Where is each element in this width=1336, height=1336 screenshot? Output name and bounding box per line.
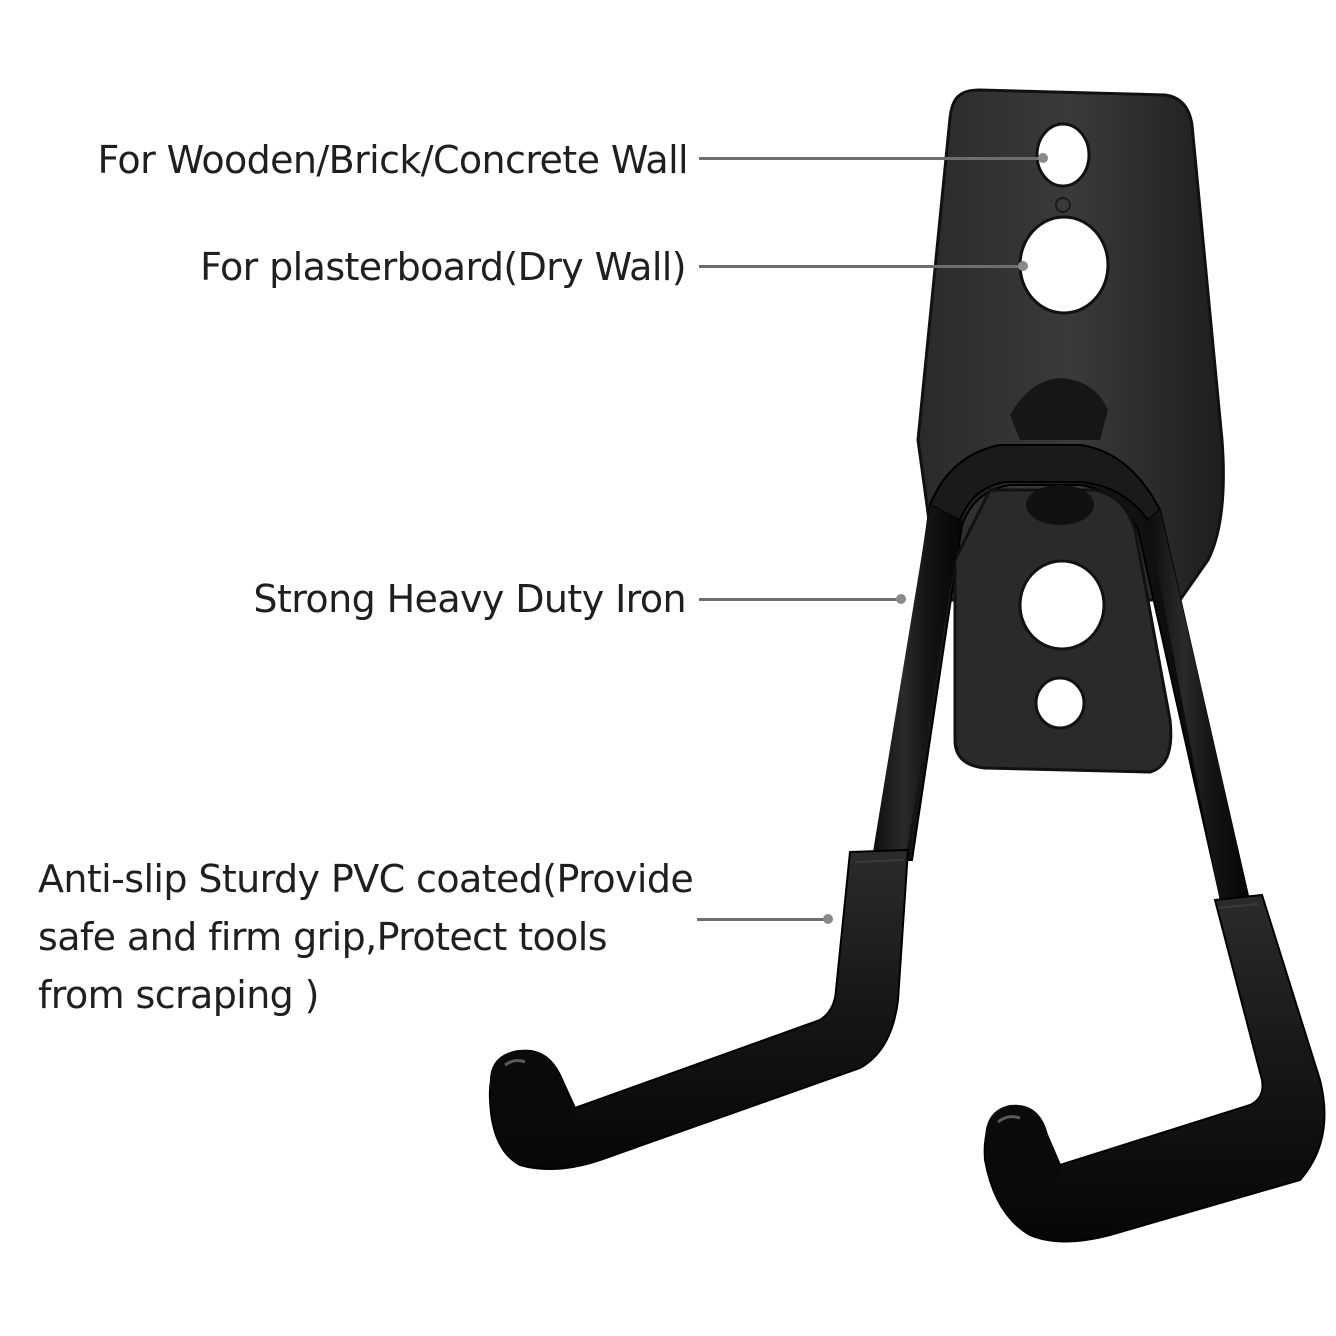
callout-pvc-coating-dot <box>823 914 833 924</box>
callout-wood-brick-concrete-label: For Wooden/Brick/Concrete Wall <box>97 138 689 182</box>
callout-heavy-duty-iron-dot <box>896 594 906 604</box>
left-pvc-hook <box>488 848 910 1170</box>
callout-pvc-coating-line-2: safe and firm grip,Protect tools <box>38 915 608 959</box>
callout-plasterboard-label: For plasterboard(Dry Wall) <box>200 245 687 289</box>
callout-plasterboard-dot <box>1018 261 1028 271</box>
callout-pvc-coating-line-3: from scraping ) <box>38 973 320 1017</box>
hook-arch-front <box>872 444 1250 902</box>
callout-pvc-coating-label: Anti-slip Sturdy PVC coated(Provide safe… <box>38 850 694 1024</box>
callout-wood-brick-concrete-leader <box>699 157 1041 160</box>
callout-heavy-duty-iron-leader <box>699 598 899 601</box>
callout-pvc-coating-line-1: Anti-slip Sturdy PVC coated(Provide <box>38 857 694 901</box>
callout-plasterboard-leader <box>699 265 1022 268</box>
lower-mounting-plate <box>953 485 1173 774</box>
callout-heavy-duty-iron-label: Strong Heavy Duty Iron <box>253 577 686 621</box>
callout-wood-brick-concrete-dot <box>1038 153 1048 163</box>
callout-pvc-coating-leader <box>697 918 827 921</box>
right-pvc-hook <box>983 893 1326 1243</box>
